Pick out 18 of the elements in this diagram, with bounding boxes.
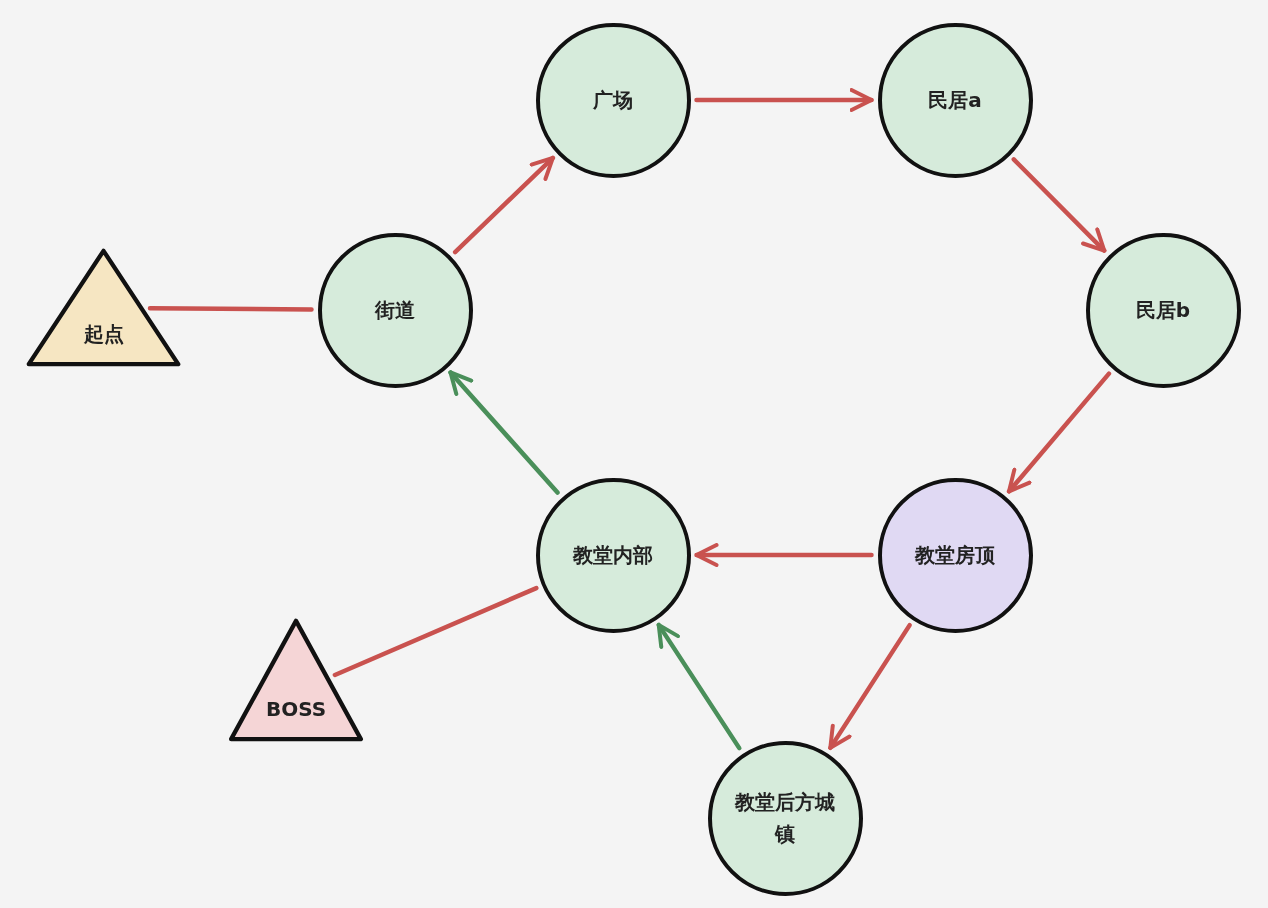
arrow bbox=[694, 543, 874, 567]
node-label: 教堂内部 bbox=[573, 542, 653, 569]
arrow bbox=[694, 88, 874, 112]
arrow bbox=[1006, 371, 1112, 494]
arrow bbox=[656, 622, 742, 751]
node-label: 教堂房顶 bbox=[915, 542, 995, 569]
arrow bbox=[448, 370, 560, 495]
node-label: 民居a bbox=[928, 87, 982, 114]
node-label: 民居b bbox=[1135, 297, 1191, 324]
node-label: 广场 bbox=[593, 87, 633, 114]
node-label: BOSS bbox=[265, 696, 327, 723]
connector-line bbox=[147, 306, 314, 312]
node-label: 教堂后方城镇 bbox=[735, 789, 835, 848]
arrow bbox=[828, 622, 912, 751]
arrow bbox=[452, 155, 556, 255]
arrow bbox=[1011, 157, 1107, 253]
node-label: 起点 bbox=[83, 321, 124, 348]
node-label: 街道 bbox=[375, 297, 415, 324]
